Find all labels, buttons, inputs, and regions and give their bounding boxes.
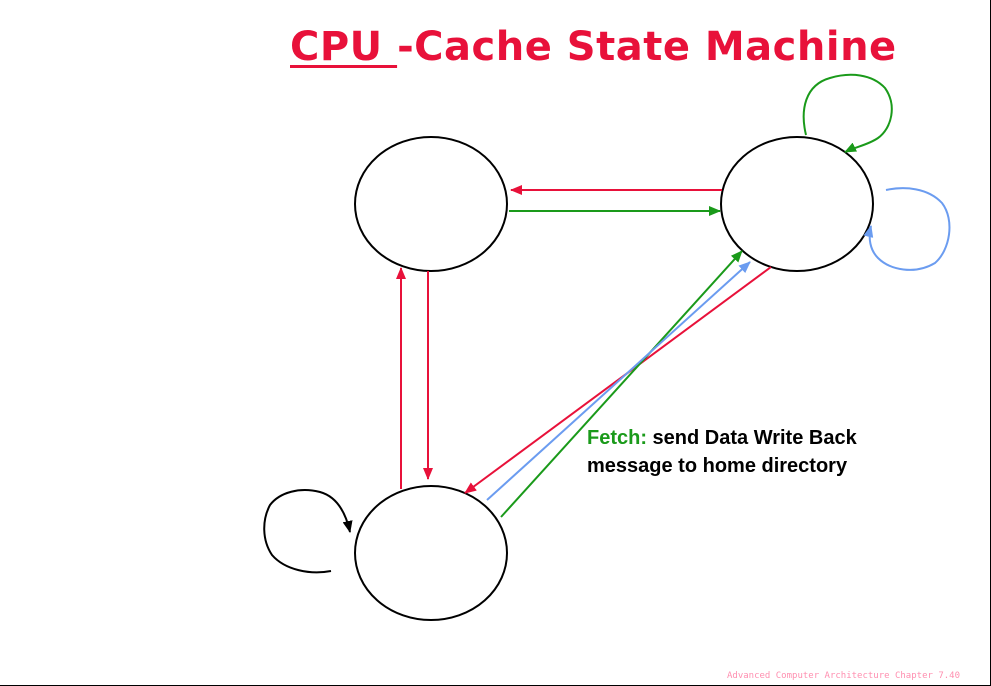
state-bottom-left [354, 485, 508, 621]
fetch-note-line1: send Data Write Back [647, 427, 857, 449]
fetch-note-line2: message to home directory [587, 455, 848, 477]
fetch-note: Fetch: send Data Write Back message to h… [587, 424, 857, 480]
arrow-bottomleft-to-topright-green [500, 250, 743, 518]
state-top-left [354, 136, 508, 272]
selfloop-bottomleft-black [263, 489, 353, 574]
title-rest: -Cache State Machine [397, 24, 895, 70]
slide-title: CPU -Cache State Machine [290, 22, 895, 72]
arrow-topright-to-bottomleft-red [464, 266, 772, 494]
fetch-keyword: Fetch: [587, 427, 647, 449]
state-top-right [720, 136, 874, 272]
selfloop-topright-green [802, 73, 893, 153]
slide-footer: Advanced Computer Architecture Chapter 7… [727, 671, 960, 681]
title-cpu: CPU [290, 24, 398, 70]
arrow-bottomleft-to-topright-blue [486, 261, 751, 501]
selfloop-topright-blue [863, 187, 951, 271]
